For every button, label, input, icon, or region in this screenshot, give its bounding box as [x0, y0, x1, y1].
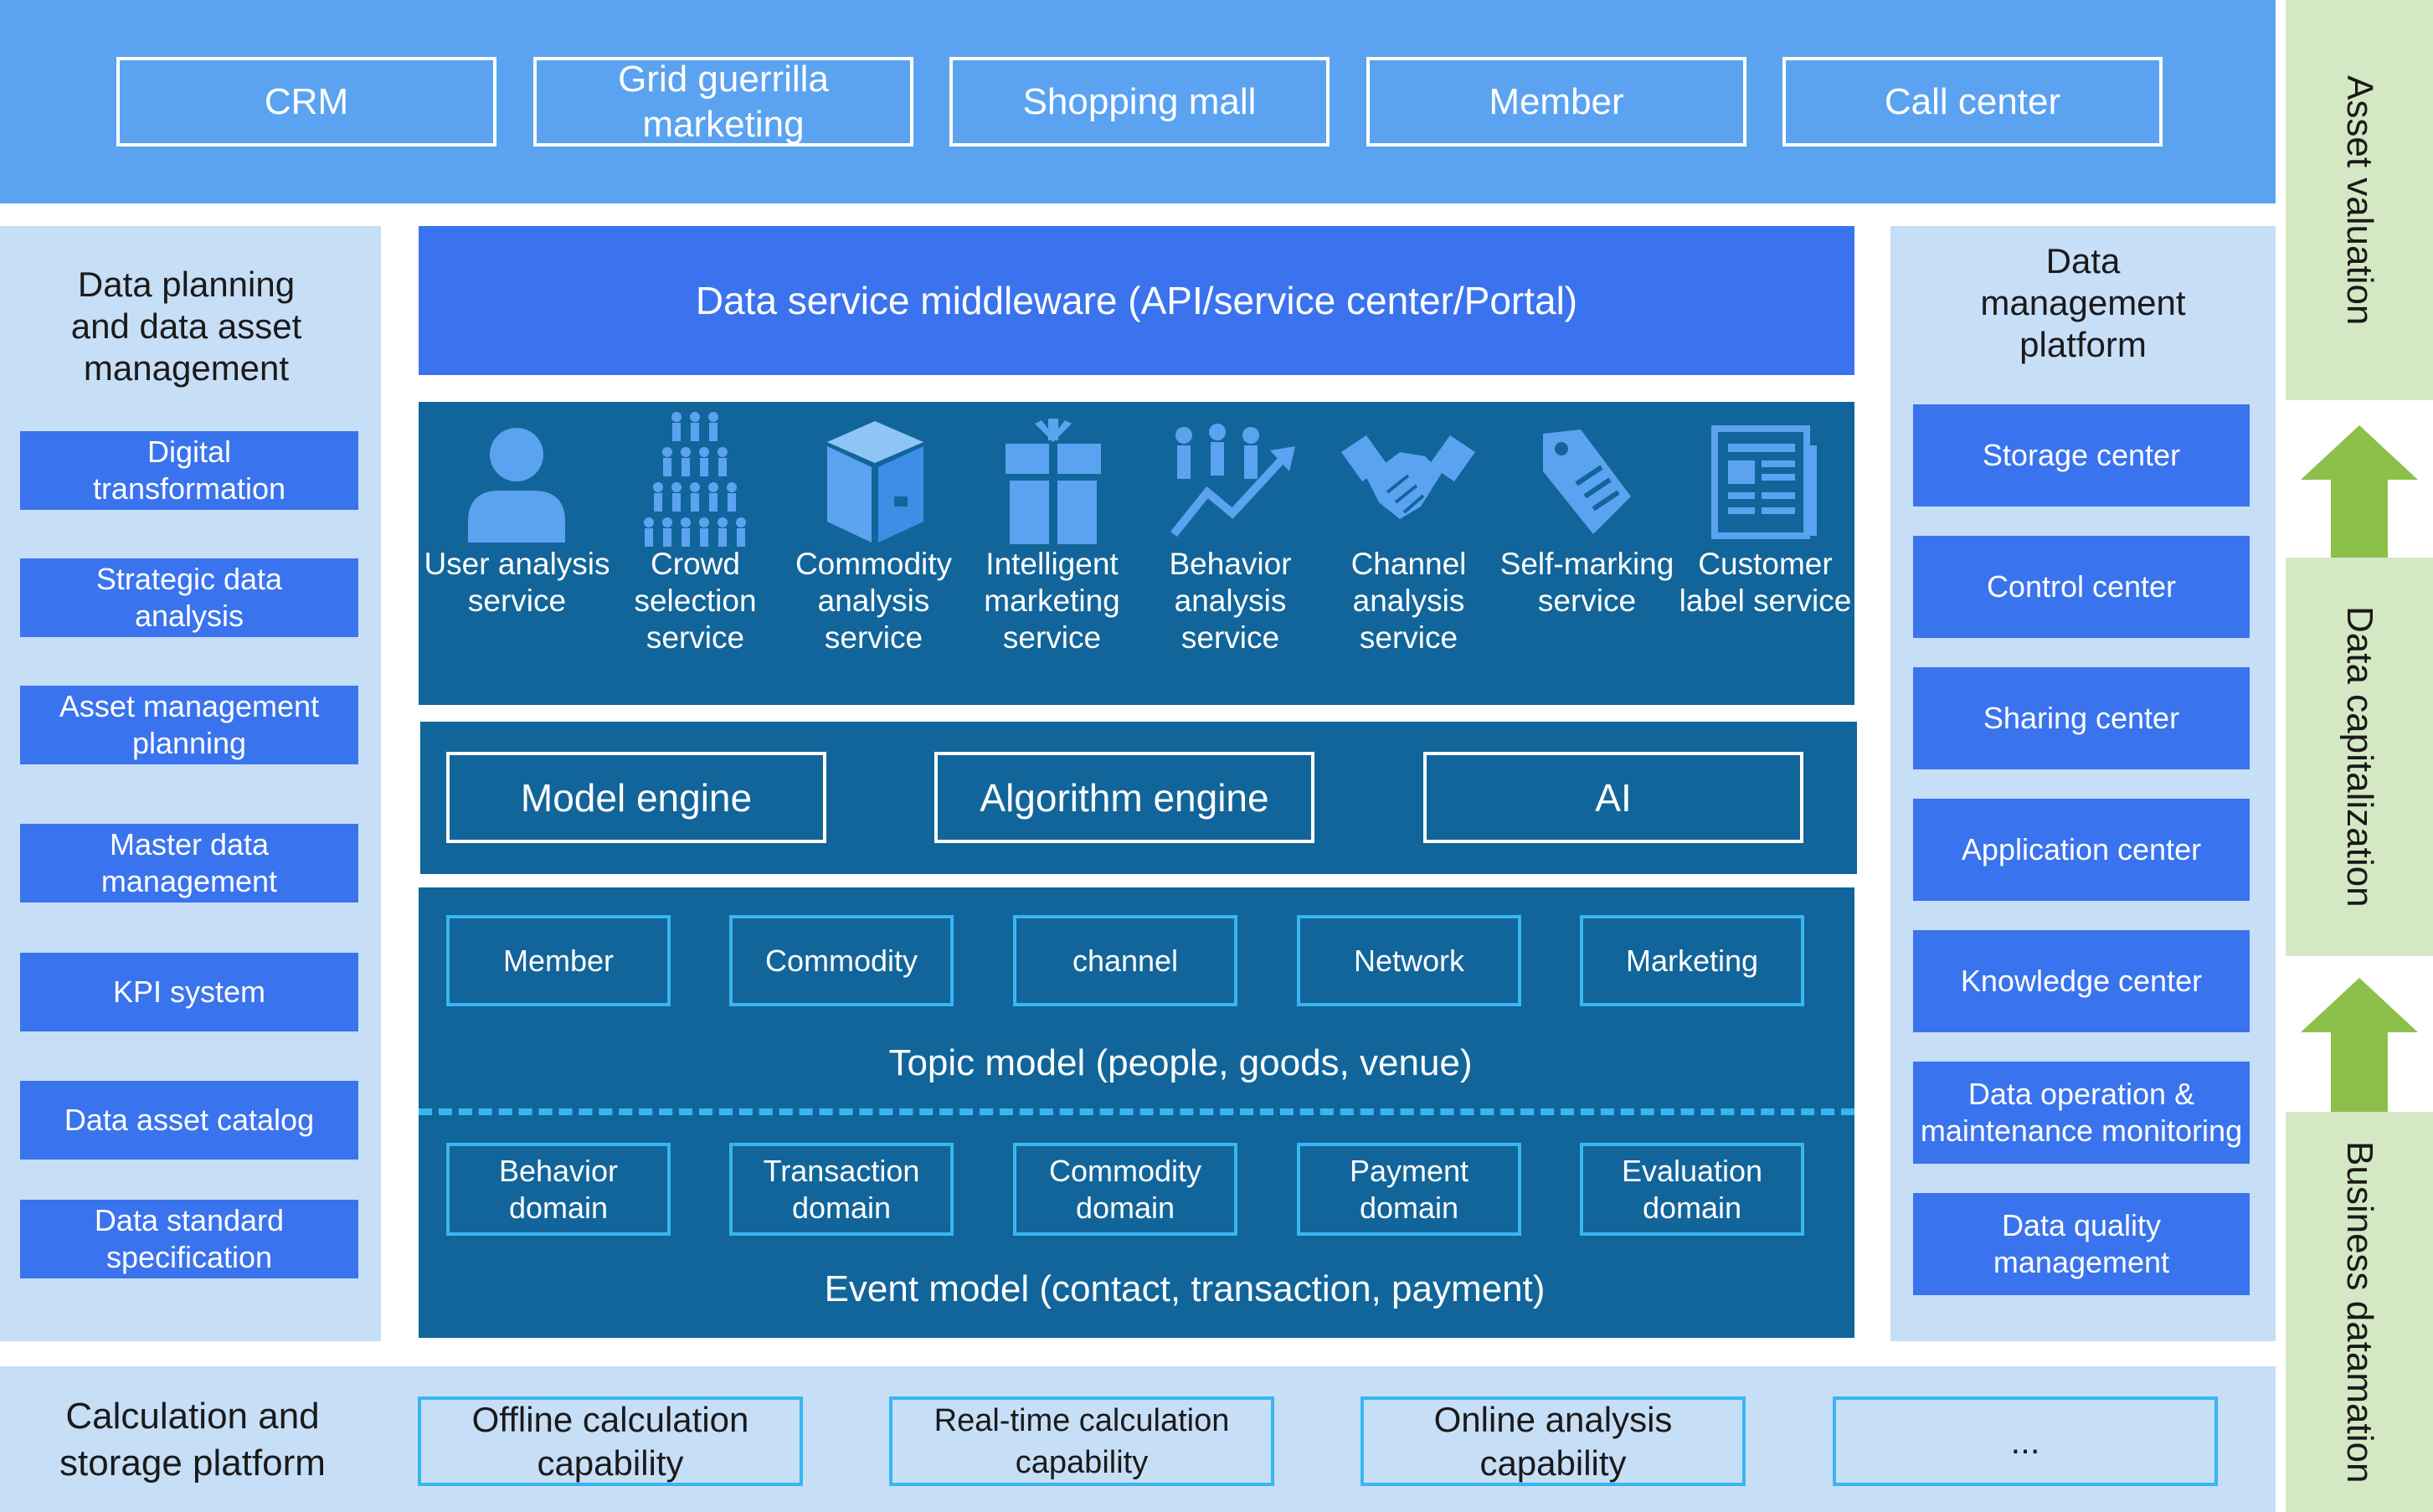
service-user-analysis[interactable]: User analysis service: [424, 410, 610, 703]
strip-asset-valuation: Asset valuation: [2286, 0, 2433, 400]
top-item-shopping-mall[interactable]: Shopping mall: [949, 57, 1330, 147]
left-item-asset-management-planning[interactable]: Asset management planning: [20, 686, 358, 764]
event-item-payment-domain[interactable]: Payment domain: [1297, 1143, 1521, 1236]
left-item-master-data-management[interactable]: Master data management: [20, 824, 358, 903]
service-label: Channel analysis service: [1350, 547, 1467, 655]
left-item-digital-transformation[interactable]: Digital transformation: [20, 431, 358, 510]
top-item-label: Member: [1489, 80, 1624, 122]
up-arrow-icon: [2301, 425, 2418, 563]
service-label: Customer label service: [1679, 547, 1852, 618]
tag-icon: [1543, 429, 1631, 534]
crowd-icon: [644, 412, 746, 547]
middleware-label: Data service middleware (API/service cen…: [695, 279, 1578, 322]
event-item-commodity-domain[interactable]: Commodity domain: [1013, 1143, 1237, 1236]
data-management-platform-panel: [1890, 226, 2276, 1341]
bottom-item-realtime-calculation[interactable]: Real-time calculation capability: [889, 1396, 1274, 1486]
bottom-band-title: Calculation and storage platform: [59, 1396, 326, 1484]
topic-item-member[interactable]: Member: [446, 915, 671, 1006]
top-item-grid-guerrilla-marketing[interactable]: Grid guerrilla marketing: [533, 57, 913, 147]
event-item-evaluation-domain[interactable]: Evaluation domain: [1580, 1143, 1804, 1236]
service-label: User analysis service: [424, 547, 610, 618]
service-self-marking[interactable]: Self-marking service: [1500, 410, 1674, 703]
engine-model[interactable]: Model engine: [446, 752, 826, 843]
top-item-label: CRM: [264, 80, 349, 122]
bottom-item-more[interactable]: ...: [1833, 1396, 2218, 1486]
top-item-label: Shopping mall: [1022, 80, 1257, 122]
behavior-chart-icon: [1170, 424, 1295, 537]
event-item-transaction-domain[interactable]: Transaction domain: [729, 1143, 954, 1236]
service-behavior-analysis[interactable]: Behavior analysis service: [1144, 410, 1316, 703]
service-customer-label[interactable]: Customer label service: [1679, 410, 1851, 703]
handshake-icon: [1341, 435, 1475, 519]
right-item-data-quality-management[interactable]: Data quality management: [1913, 1193, 2250, 1295]
top-item-crm[interactable]: CRM: [116, 57, 496, 147]
left-item-data-asset-catalog[interactable]: Data asset catalog: [20, 1081, 358, 1160]
service-label: Commodity analysis service: [795, 547, 953, 655]
topic-item-marketing[interactable]: Marketing: [1580, 915, 1804, 1006]
calculation-storage-band: [0, 1366, 2276, 1512]
topic-model-label: Topic model (people, goods, venue): [888, 1042, 1473, 1083]
right-item-data-operation-monitoring[interactable]: Data operation & maintenance monitoring: [1913, 1062, 2250, 1164]
user-icon: [468, 428, 565, 543]
service-label: Intelligent marketing service: [984, 547, 1120, 655]
topic-item-commodity[interactable]: Commodity: [729, 915, 954, 1006]
right-item-sharing-center[interactable]: Sharing center: [1913, 667, 2250, 769]
right-item-control-center[interactable]: Control center: [1913, 536, 2250, 638]
right-item-storage-center[interactable]: Storage center: [1913, 404, 2250, 507]
left-item-data-standard-specification[interactable]: Data standard specification: [20, 1200, 358, 1278]
service-crowd-selection[interactable]: Crowd selection service: [610, 410, 781, 703]
data-service-middleware[interactable]: Data service middleware (API/service cen…: [419, 226, 1854, 375]
services-panel: [419, 402, 1854, 705]
box-icon: [827, 421, 923, 543]
engine-panel: [420, 722, 1857, 874]
right-panel-title: Data management platform: [1980, 241, 2186, 364]
engine-algorithm[interactable]: Algorithm engine: [934, 752, 1314, 843]
application-layer-band: [0, 0, 2276, 203]
right-item-knowledge-center[interactable]: Knowledge center: [1913, 930, 2250, 1032]
bottom-item-offline-calculation[interactable]: Offline calculation capability: [418, 1396, 803, 1486]
strip-business-datamation: Business datamation: [2286, 1112, 2433, 1512]
left-item-strategic-data-analysis[interactable]: Strategic data analysis: [20, 558, 358, 637]
left-item-kpi-system[interactable]: KPI system: [20, 953, 358, 1031]
strip-data-capitalization: Data capitalization: [2286, 558, 2433, 956]
service-intelligent-marketing[interactable]: Intelligent marketing service: [966, 410, 1138, 703]
service-commodity-analysis[interactable]: Commodity analysis service: [788, 410, 959, 703]
up-arrow-icon: [2301, 978, 2418, 1116]
service-label: Crowd selection service: [634, 547, 757, 655]
right-item-application-center[interactable]: Application center: [1913, 799, 2250, 901]
document-icon: [1711, 425, 1817, 539]
top-item-label: Call center: [1884, 80, 2061, 122]
service-label: Self-marking service: [1499, 547, 1674, 618]
event-model-label: Event model (contact, transaction, payme…: [824, 1268, 1546, 1309]
top-item-member[interactable]: Member: [1366, 57, 1746, 147]
left-panel-title: Data planning and data asset management: [70, 265, 302, 388]
service-label: Behavior analysis service: [1169, 547, 1292, 655]
topic-item-network[interactable]: Network: [1297, 915, 1521, 1006]
topic-item-channel[interactable]: channel: [1013, 915, 1237, 1006]
model-divider: [419, 1108, 1854, 1115]
top-item-label: Grid guerrilla marketing: [618, 58, 829, 145]
top-item-call-center[interactable]: Call center: [1782, 57, 2163, 147]
event-item-behavior-domain[interactable]: Behavior domain: [446, 1143, 671, 1236]
bottom-item-online-analysis[interactable]: Online analysis capability: [1361, 1396, 1746, 1486]
gift-icon: [1006, 419, 1101, 544]
service-channel-analysis[interactable]: Channel analysis service: [1323, 410, 1494, 703]
engine-ai[interactable]: AI: [1423, 752, 1803, 843]
